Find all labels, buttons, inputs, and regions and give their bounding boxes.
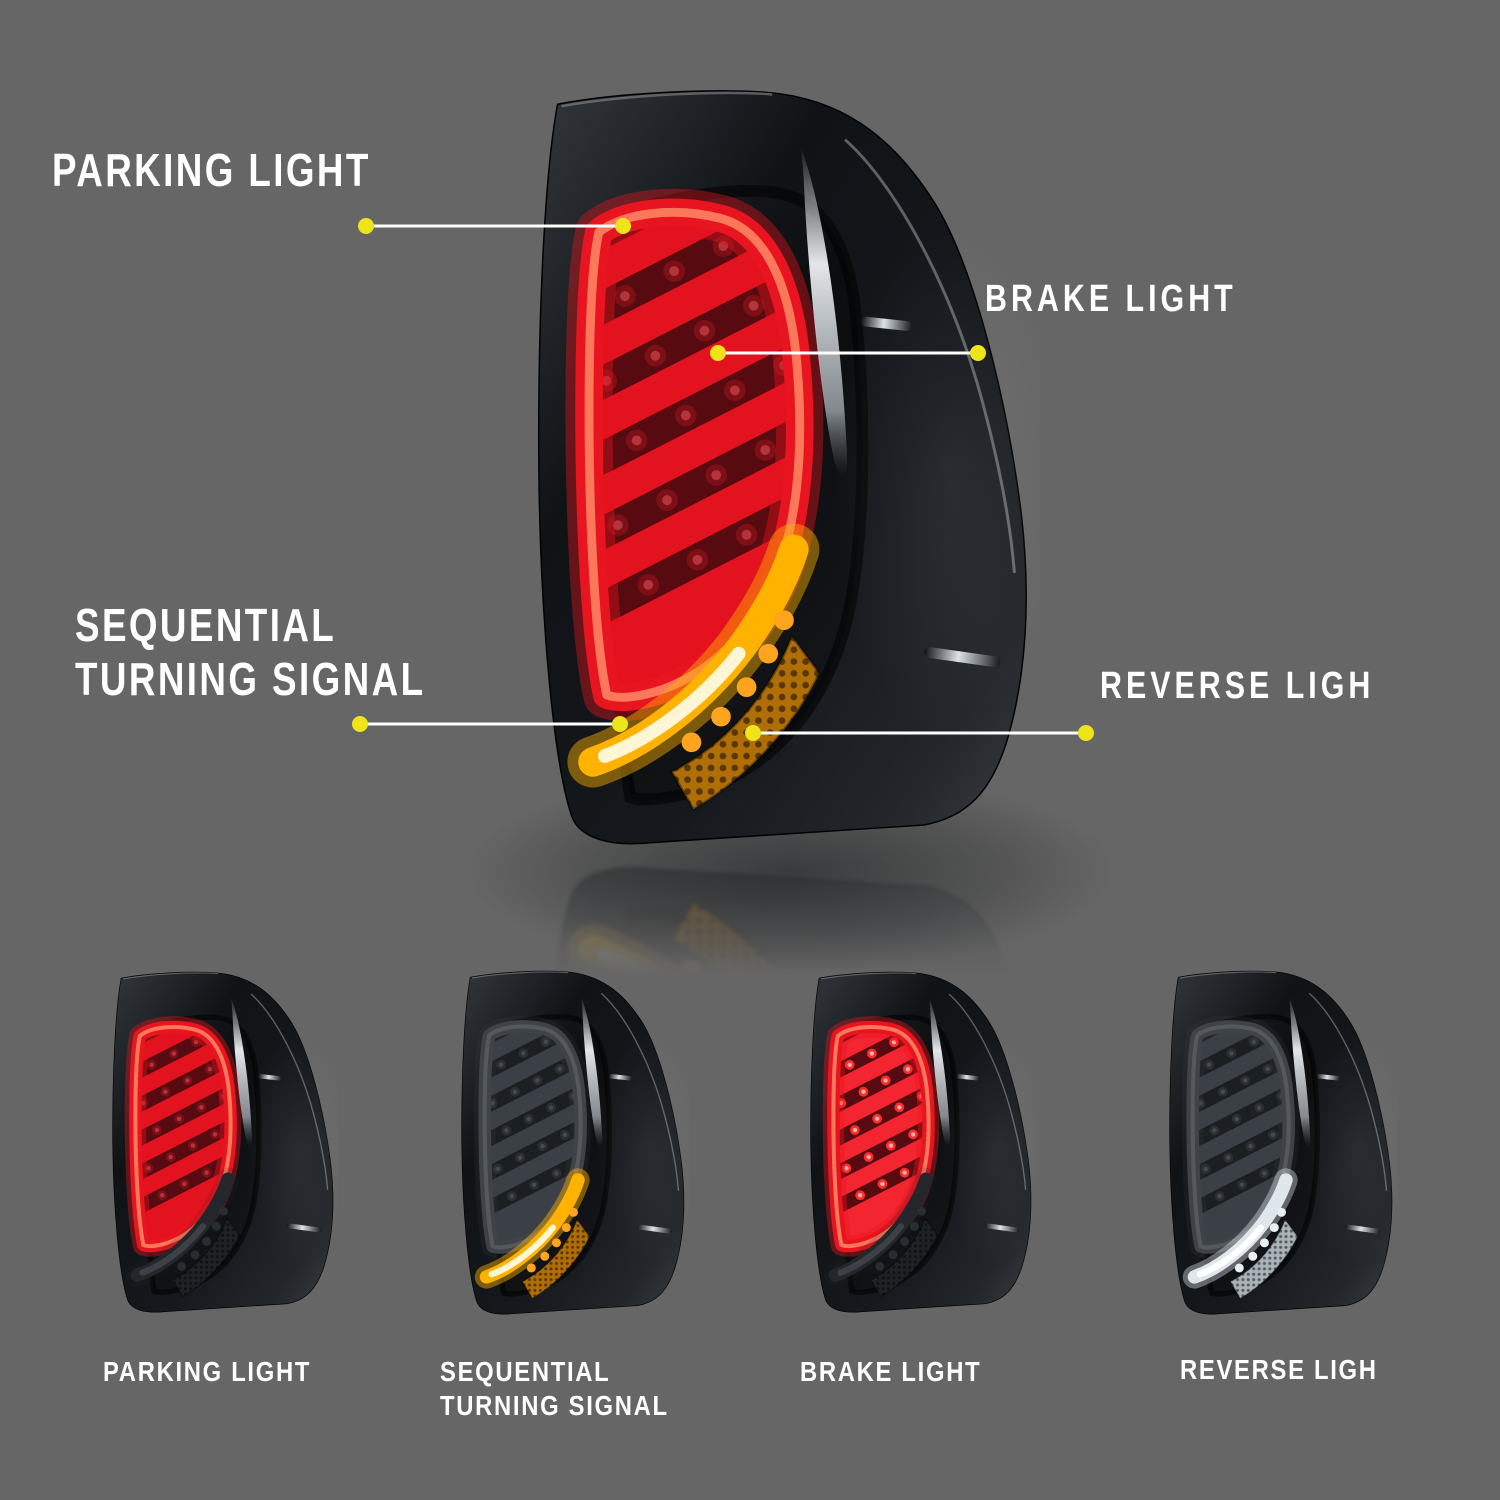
callout-brake-label: BRAKE LIGHT [985, 277, 1237, 322]
thumbnail-parking [97, 971, 350, 1318]
sequential-marker-start [352, 716, 368, 732]
callout-reverse-label: REVERSE LIGH [1100, 664, 1374, 709]
caption-parking: PARKING LIGHT [103, 1356, 312, 1387]
caption-brake: BRAKE LIGHT [800, 1356, 982, 1387]
callout-parking-label: PARKING LIGHT [52, 143, 371, 197]
reverse-label-text: REVERSE LIGH [1100, 665, 1375, 707]
caption-reverse: REVERSE LIGH [1180, 1354, 1378, 1385]
thumbnail-reverse [1155, 970, 1408, 1320]
sequential-label-line1: SEQUENTIAL [75, 599, 337, 651]
parking-marker-start [358, 218, 374, 234]
reverse-marker-end [1078, 725, 1094, 741]
sequential-label-line2: TURNING SIGNAL [75, 653, 426, 706]
callout-sequential-label: SEQUENTIAL TURNING SIGNAL [75, 598, 425, 707]
tail-lamp-main [528, 85, 1040, 860]
thumbnail-sequential [447, 970, 700, 1320]
thumbnail-brake [795, 971, 1048, 1318]
brake-label-text: BRAKE LIGHT [985, 278, 1237, 320]
caption-sequential: SEQUENTIAL TURNING SIGNAL [440, 1356, 669, 1421]
parking-label-text: PARKING LIGHT [52, 144, 371, 196]
